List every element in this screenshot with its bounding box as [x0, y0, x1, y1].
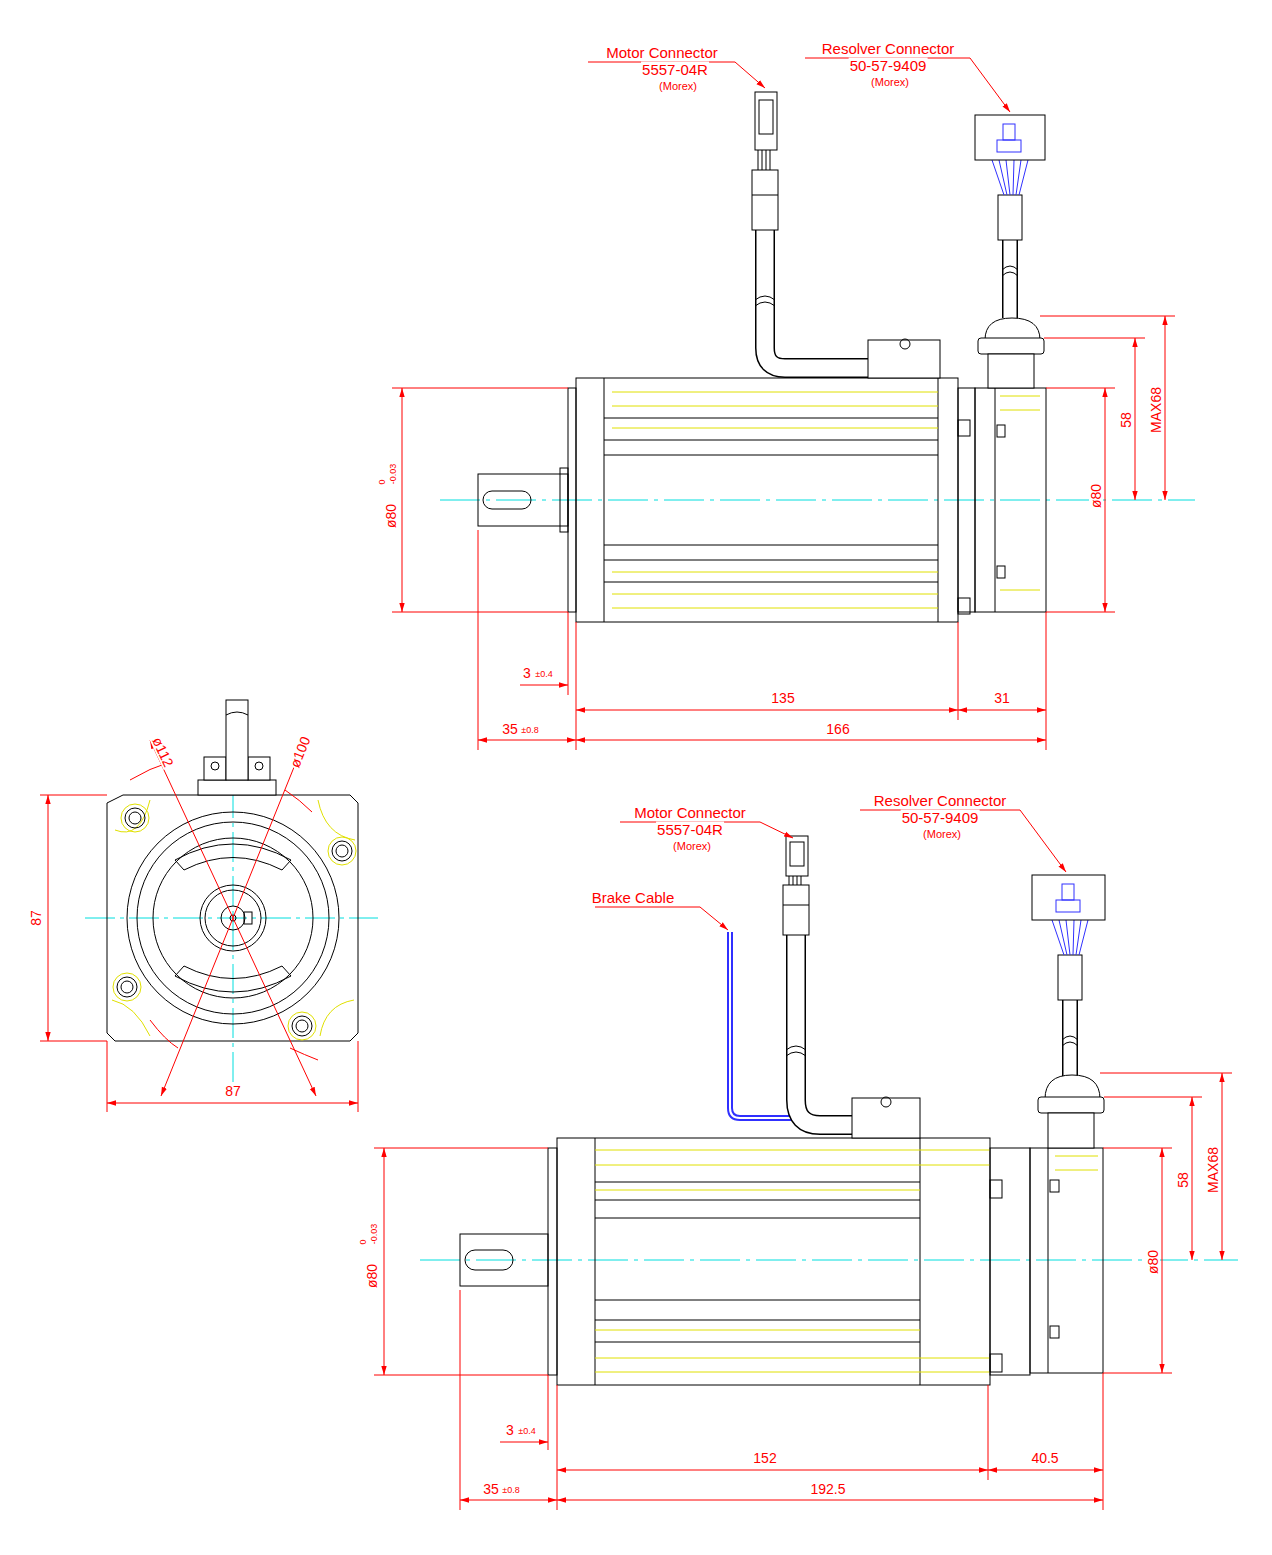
- label-text: 135: [770, 691, 795, 705]
- label-text: ±0.4: [534, 670, 553, 679]
- label-text: 40.5: [1030, 1451, 1059, 1465]
- label-text: Brake Cable: [591, 890, 676, 905]
- dimension-text: MAX68: [1206, 1146, 1220, 1194]
- bottom-dimensions: [374, 810, 1232, 1510]
- label-text: Resolver Connector: [873, 793, 1008, 808]
- label-text: (Morex): [658, 81, 698, 92]
- dimension-text: ø80: [384, 503, 398, 529]
- dimension-text: -0.03: [370, 1223, 379, 1246]
- label-text: 3: [505, 1423, 515, 1437]
- label-text: 35: [501, 722, 519, 736]
- label-text: 87: [224, 1084, 242, 1098]
- dimension-text: 58: [1176, 1171, 1190, 1189]
- label-text: 50-57-9409: [901, 810, 980, 825]
- top-motor: [440, 92, 1195, 622]
- label-text: (Morex): [922, 829, 962, 840]
- label-text: Motor Connector: [605, 45, 719, 60]
- dimension-text: 87: [29, 909, 43, 927]
- dimension-text: -0.03: [389, 463, 398, 486]
- dimension-text: ø80: [1146, 1249, 1160, 1275]
- dimension-text: ø100: [287, 734, 313, 771]
- front-dimensions: [40, 740, 358, 1112]
- dimension-text: ø80: [365, 1263, 379, 1289]
- label-text: 192.5: [809, 1482, 846, 1496]
- dimension-text: ø112: [150, 734, 177, 770]
- label-text: ±0.8: [520, 726, 539, 735]
- dimension-text: 58: [1119, 411, 1133, 429]
- label-text: 31: [993, 691, 1011, 705]
- label-text: Motor Connector: [633, 805, 747, 820]
- label-text: Resolver Connector: [821, 41, 956, 56]
- label-text: 166: [825, 722, 850, 736]
- label-text: 35: [482, 1482, 500, 1496]
- label-text: (Morex): [672, 841, 712, 852]
- dimension-text: 0: [359, 1238, 368, 1245]
- label-text: 3: [522, 666, 532, 680]
- bottom-motor: [420, 836, 1238, 1385]
- label-text: 50-57-9409: [849, 58, 928, 73]
- front-view: [85, 700, 378, 1090]
- label-text: ±0.8: [501, 1486, 520, 1495]
- label-text: ±0.4: [517, 1427, 536, 1436]
- label-text: (Morex): [870, 77, 910, 88]
- label-text: 5557-04R: [641, 62, 709, 77]
- dimension-text: ø80: [1089, 483, 1103, 509]
- dimension-text: 0: [378, 478, 387, 485]
- dimension-text: MAX68: [1149, 386, 1163, 434]
- label-text: 5557-04R: [656, 822, 724, 837]
- top-dimensions: [392, 58, 1175, 750]
- label-text: 152: [752, 1451, 777, 1465]
